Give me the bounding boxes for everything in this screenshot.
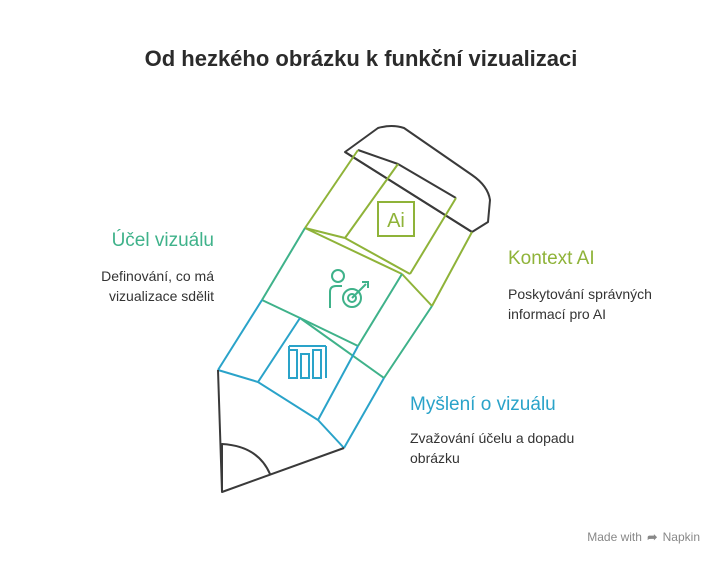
pencil-eraser (344, 125, 491, 233)
section-left-description: Definování, co má vizualizace sdělit (101, 268, 214, 304)
columns-icon (288, 345, 327, 379)
pencil-ferrule (344, 149, 473, 233)
section-left-heading: Účel vizuálu (111, 230, 214, 251)
section-bottom-description: Zvažování účelu a dopadu obrázku (410, 430, 575, 466)
section-right-description: Poskytování správných informací pro AI (508, 286, 652, 322)
napkin-brand: Napkin (662, 530, 700, 544)
section-right-heading: Kontext AI (508, 248, 595, 269)
napkin-logo-icon: ➦ (647, 530, 658, 544)
ai-icon-text: Ai (387, 210, 405, 232)
pencil-band-olive (304, 149, 473, 307)
pencil-band-green (261, 227, 433, 379)
pencil-tip (217, 369, 345, 493)
made-with-badge[interactable]: Made with ➦ Napkin (587, 530, 700, 544)
ai-icon: Ai (377, 201, 415, 237)
pencil-band-blue (217, 299, 385, 449)
made-with-label: Made with (587, 530, 642, 544)
target-person-icon (329, 269, 369, 308)
page-title: Od hezkého obrázku k funkční vizualizaci (144, 46, 578, 71)
section-bottom-heading: Myšlení o vizuálu (410, 394, 556, 415)
